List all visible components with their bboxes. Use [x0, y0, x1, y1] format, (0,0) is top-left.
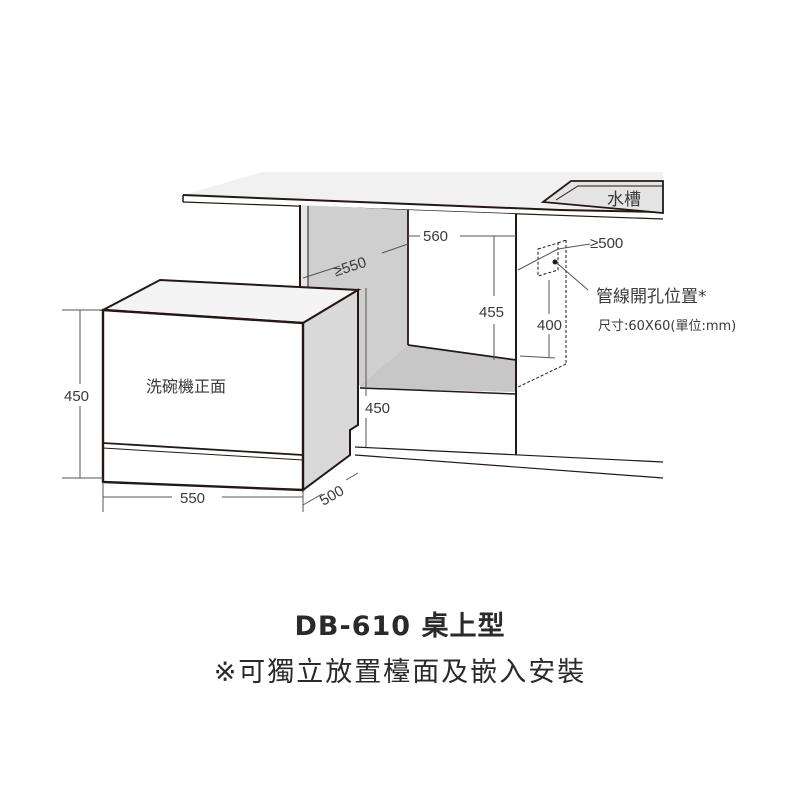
sink: [540, 180, 664, 214]
floor-lines: [354, 446, 664, 479]
pipe-hole-title: 管線開孔位置*: [596, 287, 707, 307]
dishwasher-unit: [99, 278, 362, 492]
dim-pipe-height: 400: [537, 317, 562, 334]
install-note: ※可獨立放置檯面及嵌入安裝: [213, 657, 587, 688]
dim-cabinet-height: 455: [479, 304, 504, 321]
pipe-hole-size-note: 尺寸:60X60(單位:mm): [598, 319, 736, 334]
dim-pipe-offset: ≥500: [590, 235, 623, 252]
dim-cabinet-width: 560: [423, 228, 448, 245]
dim-unit-depth: 500: [317, 482, 347, 509]
pipe-hole-marker: [515, 239, 591, 389]
dim-unit-height-right: 450: [365, 400, 390, 417]
dim-unit-width: 550: [180, 490, 205, 507]
dim-unit-height-left: 450: [64, 388, 89, 405]
model-title: DB-610 桌上型: [294, 611, 506, 642]
sink-label: 水槽: [607, 190, 641, 210]
dishwasher-front-label: 洗碗機正面: [146, 377, 226, 396]
dimension-lines: [62, 235, 516, 512]
